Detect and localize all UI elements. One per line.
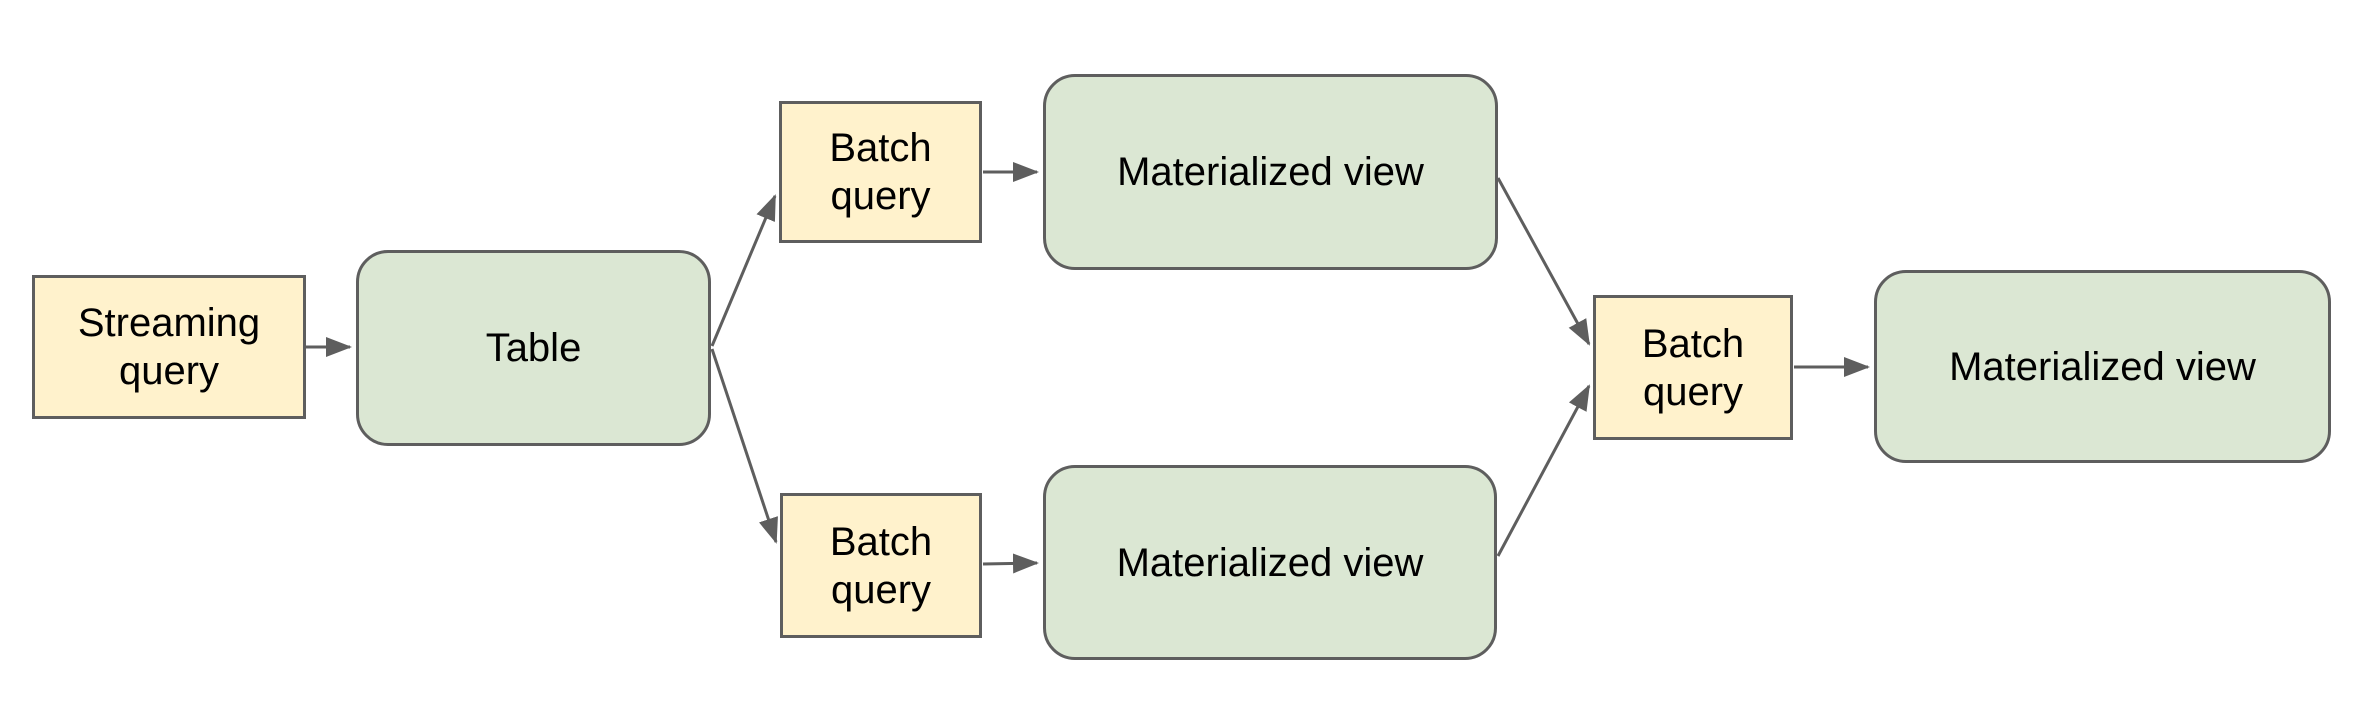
arrow-materialized-view-bottom-to-batch-query-center [1496, 384, 1591, 557]
materialized-view-top-node: Materialized view [1043, 74, 1498, 270]
batch-query-center-node: Batch query [1593, 295, 1793, 440]
table-node: Table [356, 250, 711, 446]
materialized-view-bottom-node: Materialized view [1043, 465, 1497, 660]
batch-query-top-label: Batch query [829, 126, 932, 218]
materialized-view-top-label: Materialized view [1117, 150, 1424, 194]
arrow-materialized-view-top-to-batch-query-center [1496, 177, 1591, 346]
batch-query-bottom-label: Batch query [829, 519, 933, 612]
streaming-query-label: Streaming query [77, 301, 261, 393]
materialized-view-right-node: Materialized view [1874, 270, 2331, 463]
batch-query-bottom-node: Batch query [780, 493, 982, 638]
materialized-view-right-label: Materialized view [1949, 344, 2256, 389]
arrow-table-to-batch-query-top [710, 194, 777, 347]
batch-query-top-node: Batch query [779, 101, 982, 243]
arrow-table-to-batch-query-bottom [710, 348, 778, 544]
streaming-query-node: Streaming query [32, 275, 306, 419]
table-label: Table [485, 326, 582, 370]
arrow-batch-query-bottom-to-materialized-view-bottom [982, 553, 1039, 574]
batch-query-center-label: Batch query [1641, 321, 1745, 414]
materialized-view-bottom-label: Materialized view [1116, 540, 1424, 585]
